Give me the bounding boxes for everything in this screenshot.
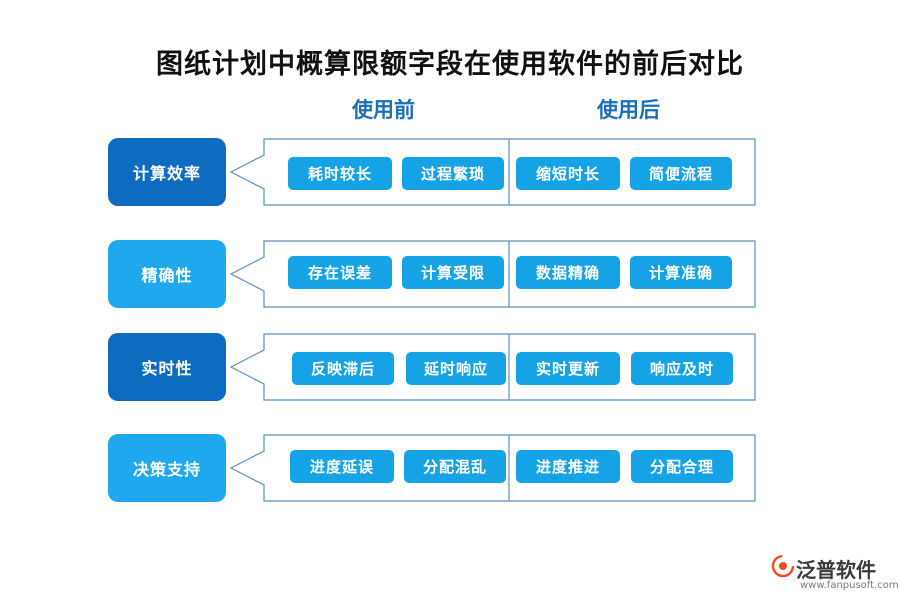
chip-after-1: 实时更新 [516, 352, 620, 385]
row-label: 计算效率 [108, 138, 226, 206]
comparison-row-efficiency: 计算效率 耗时较长 过程繁琐 缩短时长 简便流程 [0, 138, 900, 208]
row-label: 决策支持 [108, 434, 226, 502]
chip-after-2: 分配合理 [631, 450, 733, 483]
chip-before-2: 分配混乱 [404, 450, 506, 483]
brand-watermark: 泛普软件 www.fanpusoft.com [770, 553, 899, 593]
diagram-title: 图纸计划中概算限额字段在使用软件的前后对比 [156, 49, 744, 80]
chip-before-1: 进度延误 [290, 450, 394, 483]
brand-logo-icon [771, 554, 795, 578]
row-label: 实时性 [108, 333, 226, 401]
comparison-panel: 进度延误 分配混乱 进度推进 分配合理 [230, 434, 760, 504]
column-heading-after: 使用后 [597, 98, 660, 122]
comparison-row-decision-support: 决策支持 进度延误 分配混乱 进度推进 分配合理 [0, 434, 900, 504]
chip-after-1: 数据精确 [516, 256, 620, 289]
comparison-panel: 耗时较长 过程繁琐 缩短时长 简便流程 [230, 138, 760, 208]
chip-after-2: 计算准确 [630, 256, 732, 289]
chip-after-1: 进度推进 [516, 450, 620, 483]
brand-name: 泛普软件 [796, 558, 876, 582]
chip-before-1: 存在误差 [288, 256, 392, 289]
chip-after-2: 响应及时 [631, 352, 733, 385]
column-heading-before: 使用前 [352, 98, 415, 122]
chip-after-1: 缩短时长 [516, 157, 620, 190]
comparison-row-accuracy: 精确性 存在误差 计算受限 数据精确 计算准确 [0, 240, 900, 310]
chip-before-2: 过程繁琐 [402, 157, 504, 190]
chip-before-2: 延时响应 [406, 352, 506, 385]
chip-before-1: 反映滞后 [292, 352, 394, 385]
chip-before-1: 耗时较长 [288, 157, 392, 190]
row-label: 精确性 [108, 240, 226, 308]
brand-url: www.fanpusoft.com [800, 580, 899, 591]
comparison-panel: 存在误差 计算受限 数据精确 计算准确 [230, 240, 760, 310]
chip-before-2: 计算受限 [402, 256, 504, 289]
comparison-panel: 反映滞后 延时响应 实时更新 响应及时 [230, 333, 760, 403]
chip-after-2: 简便流程 [630, 157, 732, 190]
comparison-row-timeliness: 实时性 反映滞后 延时响应 实时更新 响应及时 [0, 333, 900, 403]
